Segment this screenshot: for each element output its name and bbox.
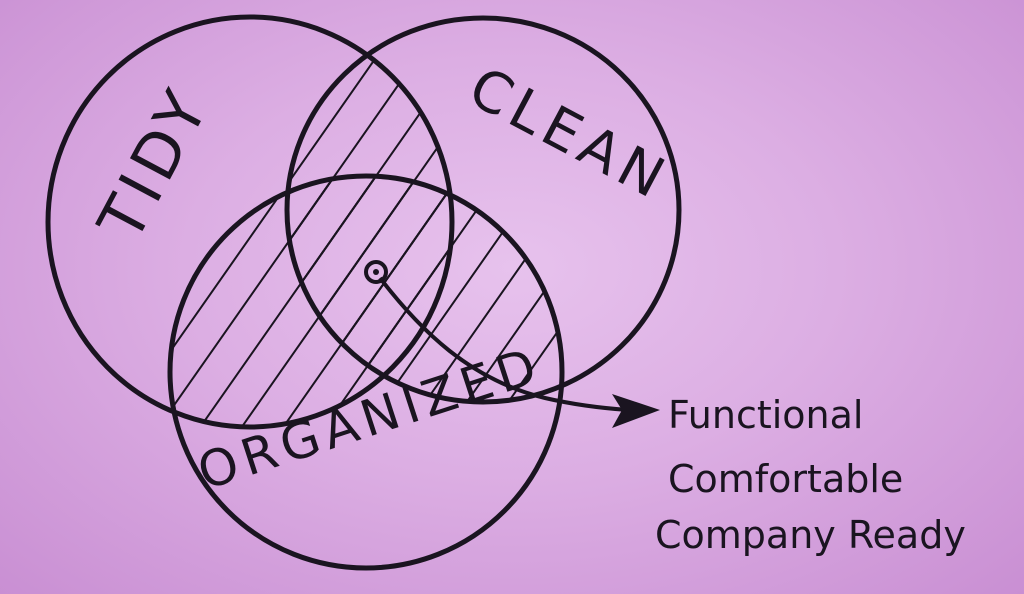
circle-clean	[284, 15, 682, 405]
label-tidy: TIDY	[83, 74, 224, 253]
arrow-head-icon	[612, 394, 660, 428]
circle-organized	[167, 173, 565, 571]
label-clean: CLEAN	[458, 55, 679, 214]
note-line-3: Company Ready	[655, 513, 966, 557]
arrow-line	[378, 276, 629, 412]
note-line-1: Functional	[668, 393, 863, 437]
intersection-tidy-organized	[170, 176, 452, 427]
note-line-2: Comfortable	[668, 457, 903, 501]
center-marker	[364, 260, 388, 284]
circle-tidy	[45, 14, 455, 430]
center-dot	[373, 269, 379, 275]
